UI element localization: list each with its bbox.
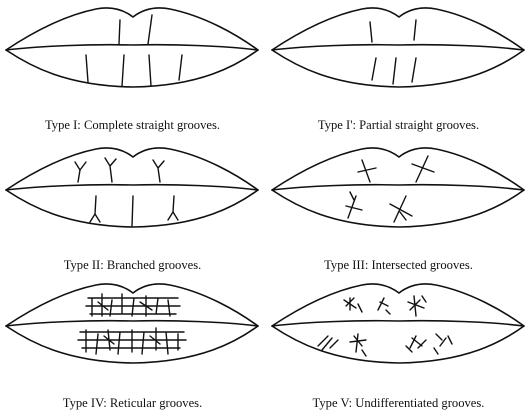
lip-type-5 <box>272 284 524 363</box>
lip-type-4 <box>6 284 258 363</box>
caption-type-5: Type V: Undifferentiated grooves. <box>266 396 530 411</box>
lip-type-1-prime <box>272 8 524 87</box>
lip-type-2 <box>6 148 258 227</box>
caption-type-1: Type I: Complete straight grooves. <box>0 118 265 133</box>
lip-type-1 <box>6 8 258 87</box>
caption-type-3: Type III: Intersected grooves. <box>266 258 530 273</box>
caption-type-1-prime: Type I': Partial straight grooves. <box>266 118 530 133</box>
lip-type-3 <box>272 148 524 227</box>
caption-type-4: Type IV: Reticular grooves. <box>0 396 265 411</box>
caption-type-2: Type II: Branched grooves. <box>0 258 265 273</box>
